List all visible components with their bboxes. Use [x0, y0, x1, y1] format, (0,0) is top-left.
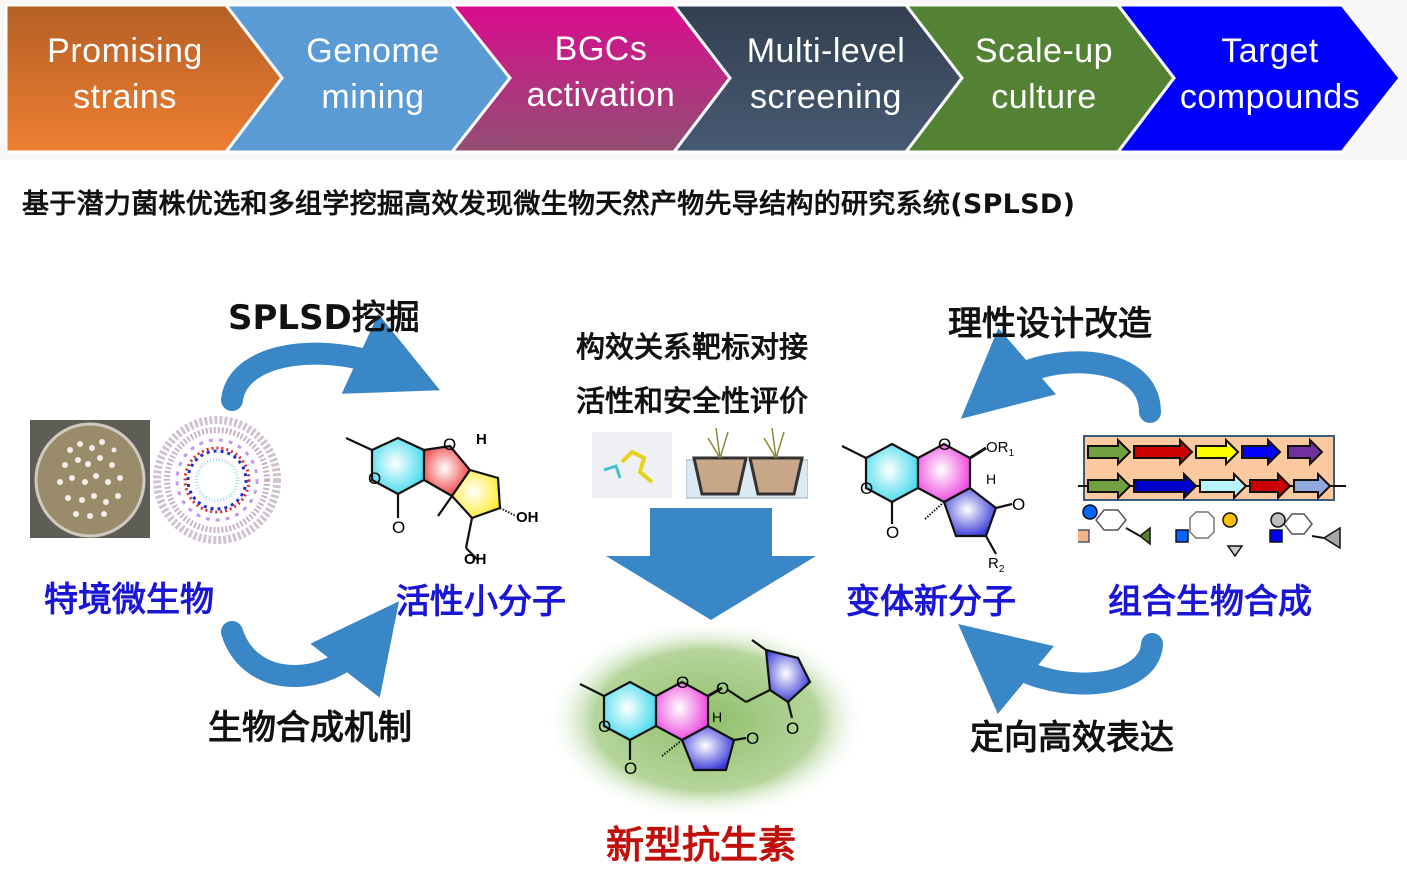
chevron-target-compounds — [1114, 3, 1402, 154]
atom-o: O — [624, 759, 637, 778]
atom-oh: OH — [464, 551, 487, 568]
new-antibiotic-structure: O O O O O O H — [579, 639, 812, 778]
atom-oh: OH — [516, 509, 539, 526]
atom-h: H — [476, 431, 487, 448]
atom-r2: R2 — [988, 555, 1005, 575]
combinatorial-biosynthesis-label: 组合生物合成 — [1108, 582, 1312, 622]
plant-pots-image — [686, 427, 808, 499]
atom-o: O — [392, 518, 405, 537]
docking-image — [592, 432, 672, 498]
step-1-line1: Promising — [47, 32, 203, 70]
step-2-line1: Genome — [306, 32, 440, 70]
active-molecule-structure: O O O H OH OH — [345, 431, 539, 568]
workflow-bar — [0, 0, 1407, 160]
step-1-label: Promising strains — [20, 28, 230, 120]
step-3-line2: activation — [526, 76, 676, 114]
active-molecule-label: 活性小分子 — [396, 582, 566, 622]
step-5-line2: culture — [991, 78, 1097, 116]
step-5-line1: Scale-up — [974, 32, 1114, 70]
atom-h: H — [986, 471, 996, 487]
atom-o: O — [786, 719, 799, 738]
atom-h: H — [712, 709, 722, 725]
atom-o: O — [860, 479, 873, 498]
step-6-label: Target compounds — [1160, 28, 1380, 120]
right-bottom-label: 定向高效表达 — [970, 718, 1174, 758]
atom-or1: OR1 — [986, 439, 1015, 459]
atom-o: O — [746, 729, 759, 748]
step-2-label: Genome mining — [268, 28, 478, 120]
right-top-curved-arrow — [960, 327, 1161, 423]
step-4-line1: Multi-level — [746, 32, 906, 70]
petri-dish-image — [30, 420, 150, 538]
genome-circle-map — [153, 416, 281, 544]
left-top-label: SPLSD挖掘 — [228, 298, 420, 338]
left-bottom-label: 生物合成机制 — [208, 708, 412, 748]
atom-o: O — [368, 469, 381, 488]
center-line-1: 构效关系靶标对接 — [576, 330, 809, 364]
atom-o: O — [443, 435, 456, 454]
right-top-label: 理性设计改造 — [948, 304, 1152, 344]
new-antibiotic-label: 新型抗生素 — [606, 823, 797, 867]
step-4-label: Multi-level screening — [716, 28, 936, 120]
gene-cluster-diagram — [1078, 435, 1346, 557]
left-top-curved-arrow — [221, 313, 441, 411]
left-bottom-curved-arrow — [221, 601, 400, 698]
center-line-2: 活性和安全性评价 — [576, 384, 809, 418]
center-down-arrow — [606, 508, 816, 620]
atom-o: O — [598, 717, 611, 736]
system-subtitle: 基于潜力菌株优选和多组学挖掘高效发现微生物天然产物先导结构的研究系统(SPLSD… — [22, 189, 1076, 220]
step-5-label: Scale-up culture — [944, 28, 1144, 120]
right-bottom-curved-arrow — [958, 623, 1163, 714]
step-1-line2: strains — [73, 78, 177, 116]
step-6-line2: compounds — [1179, 78, 1361, 116]
variant-molecule-label: 变体新分子 — [846, 582, 1016, 622]
source-microbe-label: 特境微生物 — [44, 580, 214, 620]
step-6-line1: Target — [1221, 32, 1319, 70]
step-2-line2: mining — [321, 78, 425, 116]
atom-o: O — [716, 679, 729, 698]
atom-o: O — [676, 673, 689, 692]
variant-molecule-structure: O O O O H OR1 R2 — [841, 435, 1025, 575]
atom-o: O — [1012, 495, 1025, 514]
step-3-line1: BGCs — [554, 30, 648, 68]
step-3-label: BGCs activation — [496, 26, 706, 118]
atom-o: O — [938, 435, 951, 454]
step-4-line2: screening — [750, 78, 902, 116]
atom-o: O — [886, 523, 899, 542]
